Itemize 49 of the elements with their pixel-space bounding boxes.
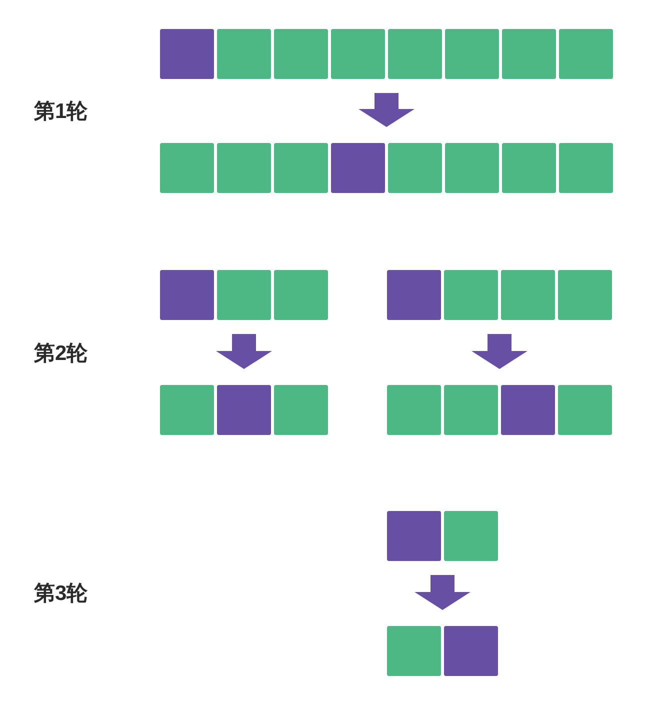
square-row xyxy=(160,143,613,193)
square-row xyxy=(160,385,328,435)
square xyxy=(160,385,214,435)
square xyxy=(501,385,555,435)
square xyxy=(217,385,271,435)
square xyxy=(501,270,555,320)
square xyxy=(387,385,441,435)
down-arrow xyxy=(358,93,414,127)
square xyxy=(445,143,499,193)
square xyxy=(387,270,441,320)
square-row xyxy=(160,270,328,320)
square xyxy=(331,29,385,79)
square xyxy=(444,270,498,320)
square xyxy=(559,143,613,193)
square xyxy=(274,385,328,435)
down-arrow xyxy=(216,334,272,369)
square xyxy=(558,270,612,320)
square xyxy=(217,270,271,320)
square xyxy=(444,511,498,561)
square xyxy=(388,143,442,193)
square xyxy=(502,29,556,79)
square xyxy=(445,29,499,79)
square xyxy=(559,29,613,79)
square xyxy=(160,29,214,79)
square xyxy=(444,385,498,435)
square xyxy=(217,143,271,193)
square xyxy=(160,143,214,193)
square xyxy=(274,270,328,320)
down-arrow xyxy=(414,575,470,610)
square xyxy=(444,626,498,676)
square xyxy=(558,385,612,435)
square xyxy=(387,511,441,561)
square-row xyxy=(387,385,612,435)
square-row xyxy=(387,270,612,320)
square xyxy=(331,143,385,193)
round-label: 第2轮 xyxy=(34,341,88,367)
square-row xyxy=(387,511,498,561)
square-row xyxy=(160,29,613,79)
square-row xyxy=(387,626,498,676)
square xyxy=(274,143,328,193)
square xyxy=(217,29,271,79)
square xyxy=(160,270,214,320)
round-label: 第3轮 xyxy=(34,581,88,607)
down-arrow xyxy=(472,334,528,369)
round-label: 第1轮 xyxy=(34,99,88,125)
square xyxy=(387,626,441,676)
square xyxy=(502,143,556,193)
square xyxy=(388,29,442,79)
square xyxy=(274,29,328,79)
